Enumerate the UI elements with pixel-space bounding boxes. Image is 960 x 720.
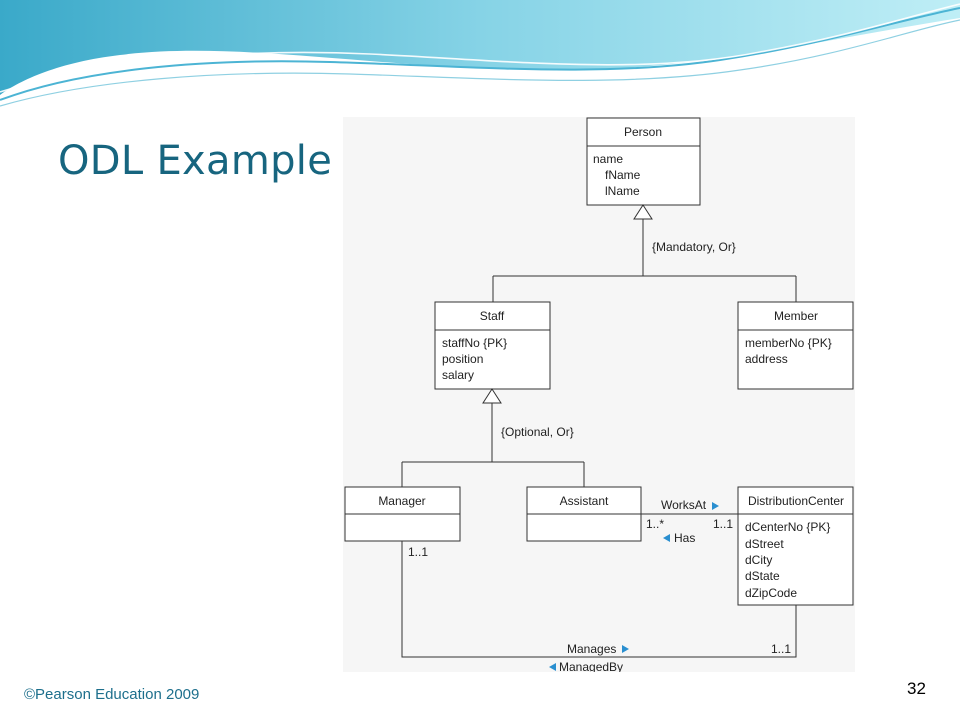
has-direction-arrow (663, 534, 670, 542)
person-attr-lname: lName (605, 184, 640, 198)
page-number: 32 (907, 679, 926, 698)
class-manager (344, 486, 461, 542)
header-wave-band (0, 0, 960, 95)
has-label: Has (674, 531, 695, 545)
staff-attr-position: position (442, 352, 483, 366)
dc-attr-dcity: dCity (745, 553, 772, 567)
class-member-name: Member (774, 309, 818, 323)
class-staff-name: Staff (480, 309, 505, 323)
staff-attr-salary: salary (442, 368, 474, 382)
class-assistant (526, 486, 642, 542)
header-wave-line (0, 19, 960, 107)
dc-attr-dzipcode: dZipCode (745, 586, 797, 600)
worksat-multiplicity-assistant: 1..* (646, 517, 664, 531)
staff-attr-staffno: staffNo {PK} (442, 336, 507, 350)
managedby-label: ManagedBy (559, 660, 623, 672)
person-attr-fname: fName (605, 168, 641, 182)
class-distributioncenter-name: DistributionCenter (748, 494, 844, 508)
slide-title: ODL Example (58, 138, 333, 184)
generalization-triangle-person (633, 204, 653, 220)
worksat-multiplicity-center: 1..1 (713, 517, 733, 531)
member-attr-memberno: memberNo {PK} (745, 336, 832, 350)
managedby-direction-arrow (549, 663, 556, 671)
class-person-name: Person (624, 125, 662, 139)
generalization-staff-lines (401, 403, 585, 487)
generalization-triangle-staff (482, 388, 502, 404)
manages-multiplicity-center: 1..1 (771, 642, 791, 656)
manages-label: Manages (567, 642, 616, 656)
header-wave-highlight (0, 7, 960, 101)
worksat-direction-arrow (712, 502, 719, 510)
uml-class-diagram: Person Staff Member Manager Assistant Di… (343, 117, 855, 674)
footer-copyright: ©Pearson Education 2009 (24, 686, 200, 703)
class-manager-name: Manager (378, 494, 425, 508)
dc-attr-dstreet: dStreet (745, 537, 784, 551)
association-manages-line (401, 541, 797, 658)
person-attr-name: name (593, 152, 623, 166)
constraint-optional-or: {Optional, Or} (501, 425, 574, 439)
class-assistant-name: Assistant (560, 494, 609, 508)
member-attr-address: address (745, 352, 788, 366)
class-member (737, 301, 854, 390)
dc-attr-dstate: dState (745, 569, 780, 583)
header-wave-white (0, 3, 960, 93)
manages-direction-arrow (622, 645, 629, 653)
worksat-label: WorksAt (661, 498, 707, 512)
constraint-mandatory-or: {Mandatory, Or} (652, 240, 736, 254)
class-staff (434, 301, 551, 390)
generalization-person-lines (492, 219, 797, 302)
dc-attr-dcenterno: dCenterNo {PK} (745, 520, 830, 534)
diagram-canvas: Person Staff Member Manager Assistant Di… (343, 117, 855, 674)
manages-multiplicity-manager: 1..1 (408, 545, 428, 559)
